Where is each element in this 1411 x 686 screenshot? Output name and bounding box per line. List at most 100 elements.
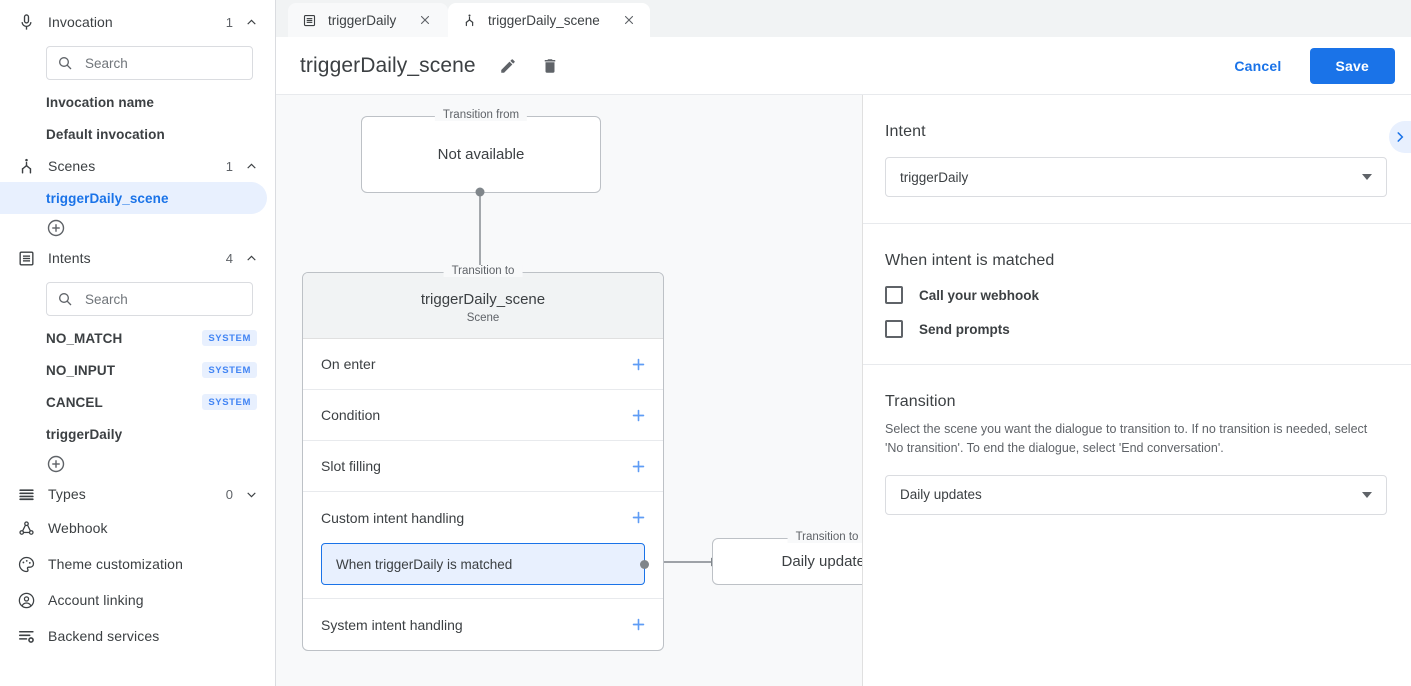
intent-select-value: triggerDaily [900,169,969,185]
chevron-up-icon[interactable] [243,14,259,30]
transition-select-value: Daily updates [900,487,982,503]
scene-row-on-enter[interactable]: On enter [303,339,663,390]
scene-canvas[interactable]: Transition from Not available Transition… [276,95,862,686]
transition-to-target-box: Transition to Daily updates [712,531,862,585]
intent-handler-chip[interactable]: When triggerDaily is matched [321,543,649,585]
scene-card-header: triggerDaily_scene Scene [303,273,663,339]
close-icon[interactable] [418,12,434,28]
plus-icon[interactable] [629,616,647,634]
checkbox-send-prompts[interactable] [885,320,903,338]
sidebar-item-label: triggerDaily [46,426,123,442]
invocation-search-box[interactable] [46,46,253,80]
panel-section-when-intent-matched: When intent is matched Call your webhook… [863,224,1411,365]
checkbox-call-your-webhook[interactable] [885,286,903,304]
left-sidebar: Invocation 1 Invocation name Default inv… [0,0,276,686]
add-intent-row [0,450,275,478]
sidebar-section-invocation[interactable]: Invocation 1 [0,6,275,38]
panel-expand-button[interactable] [1389,121,1411,153]
scene-row-condition[interactable]: Condition [303,390,663,441]
intent-handler-chip-label: When triggerDaily is matched [336,556,513,572]
status-badge: SYSTEM [202,362,257,378]
scene-row-system-intent-handling[interactable]: System intent handling [303,599,663,650]
cancel-button[interactable]: Cancel [1220,50,1295,82]
sidebar-item-label: CANCEL [46,394,103,410]
transition-to-legend: Transition to [443,265,523,277]
sidebar-section-count: 1 [225,14,233,30]
search-icon [57,291,74,308]
scene-card: Transition to triggerDaily_scene Scene O… [302,265,664,651]
sidebar-section-scenes[interactable]: Scenes 1 [0,150,275,182]
intent-icon [302,12,318,28]
intents-list-icon [14,246,38,270]
webhook-icon [14,516,38,540]
transition-from-value: Not available [437,146,525,163]
sidebar-item-no-input[interactable]: NO_INPUT SYSTEM [0,354,275,386]
add-scene-plus-icon[interactable] [46,218,66,238]
sidebar-item-theme-customization[interactable]: Theme customization [0,546,275,582]
save-button[interactable]: Save [1309,47,1395,84]
plus-icon[interactable] [629,457,647,475]
sidebar-item-no-match[interactable]: NO_MATCH SYSTEM [0,322,275,354]
tab-triggerdaily[interactable]: triggerDaily [288,3,448,37]
sidebar-item-webhook[interactable]: Webhook [0,510,275,546]
lower-area: Transition from Not available Transition… [276,95,1411,686]
panel-heading-intent: Intent [885,123,926,140]
scene-row-label: Condition [321,407,381,423]
chevron-up-icon[interactable] [243,158,259,174]
scene-row-label: System intent handling [321,616,463,633]
plus-icon[interactable] [629,406,647,424]
sidebar-item-default-invocation[interactable]: Default invocation [0,118,275,150]
scene-subtitle: Scene [466,312,500,324]
sidebar-item-cancel[interactable]: CANCEL SYSTEM [0,386,275,418]
transition-select[interactable]: Daily updates [885,474,1387,515]
plus-icon[interactable] [629,355,647,373]
transition-description: Select the scene you want the dialogue t… [885,422,1368,456]
panel-section-intent: Intent triggerDaily [863,95,1411,224]
invocation-search-input[interactable] [85,55,242,71]
sidebar-item-invocation-name[interactable]: Invocation name [0,86,275,118]
palette-icon [14,552,38,576]
scene-row-label: Slot filling [321,458,381,474]
sidebar-item-account-linking[interactable]: Account linking [0,582,275,618]
sidebar-section-count: 4 [225,250,233,266]
sidebar-item-label: Invocation name [46,94,155,110]
scene-row-slot-filling[interactable]: Slot filling [303,441,663,492]
intent-select[interactable]: triggerDaily [885,157,1387,197]
status-badge: SYSTEM [202,330,257,346]
chevron-up-icon[interactable] [243,250,259,266]
intents-search-wrap [0,274,275,322]
panel-section-transition: Transition Select the scene you want the… [863,365,1411,541]
sidebar-item-label: NO_MATCH [46,330,123,346]
sidebar-section-label: Invocation [48,14,113,30]
checkbox-row-send-prompts[interactable]: Send prompts [885,320,1387,338]
close-icon[interactable] [622,12,638,28]
connector-dot [640,560,649,569]
invocation-search-wrap [0,38,275,86]
chevron-down-icon [1362,491,1372,498]
sidebar-item-label: Backend services [48,628,160,644]
sidebar-item-triggerdaily-scene[interactable]: triggerDaily_scene [0,182,267,214]
chevron-down-icon[interactable] [243,486,259,502]
scene-flow-icon [14,154,38,178]
intents-search-input[interactable] [85,291,242,307]
checkbox-label: Send prompts [919,321,1010,337]
transition-to-target-value: Daily updates [781,553,862,570]
properties-panel: Intent triggerDaily When intent is match… [862,95,1411,686]
transition-from-box: Transition from Not available [361,109,601,193]
tab-triggerdaily-scene[interactable]: triggerDaily_scene [448,3,650,37]
sidebar-section-types[interactable]: Types 0 [0,478,275,510]
pencil-icon[interactable] [498,56,518,76]
checkbox-row-call-your-webhook[interactable]: Call your webhook [885,286,1387,304]
plus-icon[interactable] [629,509,647,527]
scene-row-custom-intent-handling[interactable]: Custom intent handling [303,492,663,543]
transition-to-target-legend: Transition to [787,531,862,543]
sidebar-item-triggerdaily[interactable]: triggerDaily [0,418,275,450]
microphone-icon [14,10,38,34]
trash-icon[interactable] [540,56,560,76]
sidebar-item-backend-services[interactable]: Backend services [0,618,275,654]
intents-search-box[interactable] [46,282,253,316]
add-intent-plus-icon[interactable] [46,454,66,474]
scene-group-custom-intent-handling: Custom intent handling When triggerDaily… [303,492,663,599]
sidebar-item-label: NO_INPUT [46,362,116,378]
sidebar-section-intents[interactable]: Intents 4 [0,242,275,274]
